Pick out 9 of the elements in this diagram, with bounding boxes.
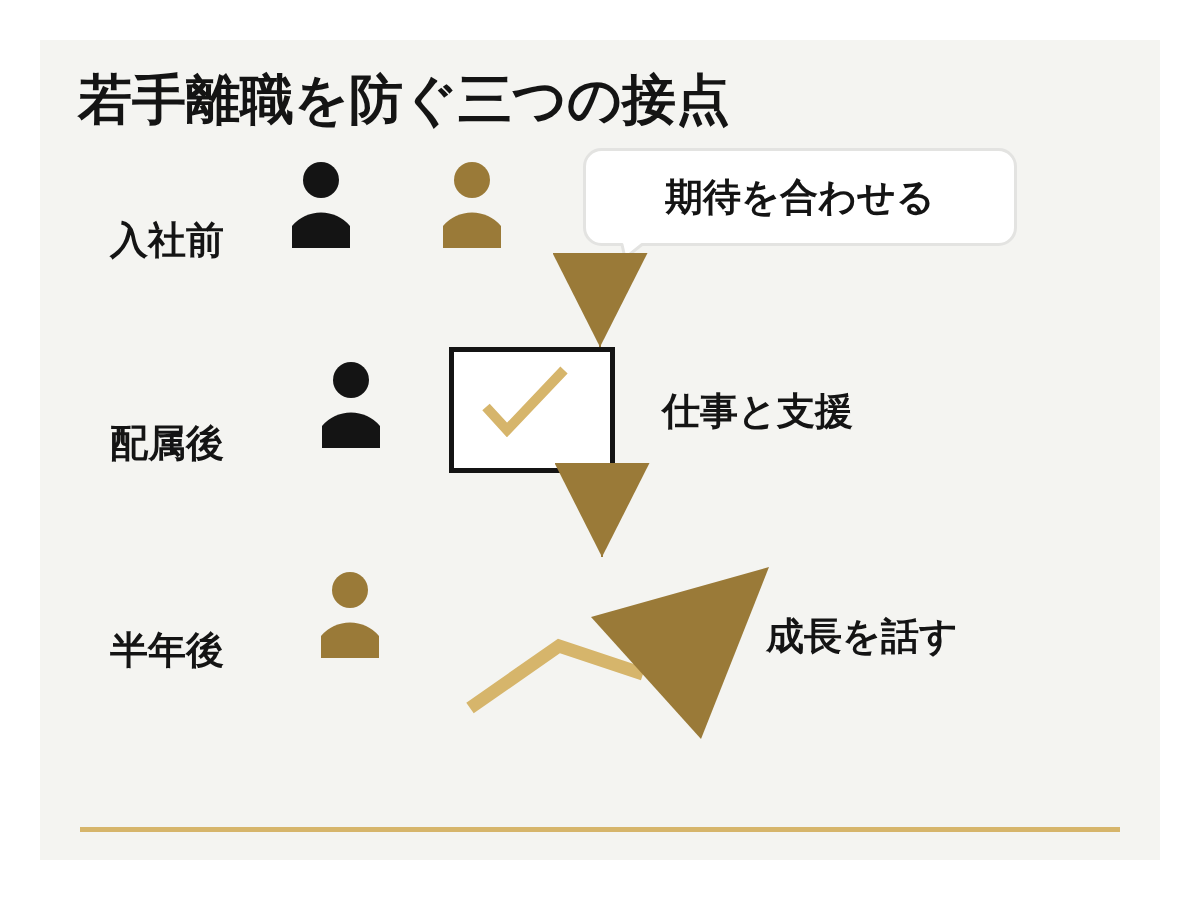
title: 若手離職を防ぐ三つの接点 [78,73,730,127]
side-label: 仕事と支援 [662,392,853,430]
arrow [554,463,650,558]
row-label: 半年後 [110,631,224,669]
row-label: 配属後 [110,424,224,462]
arrow [552,253,648,348]
checkbox [449,347,615,473]
row-label: 入社前 [110,221,224,259]
side-label: 成長を話す [766,617,958,655]
